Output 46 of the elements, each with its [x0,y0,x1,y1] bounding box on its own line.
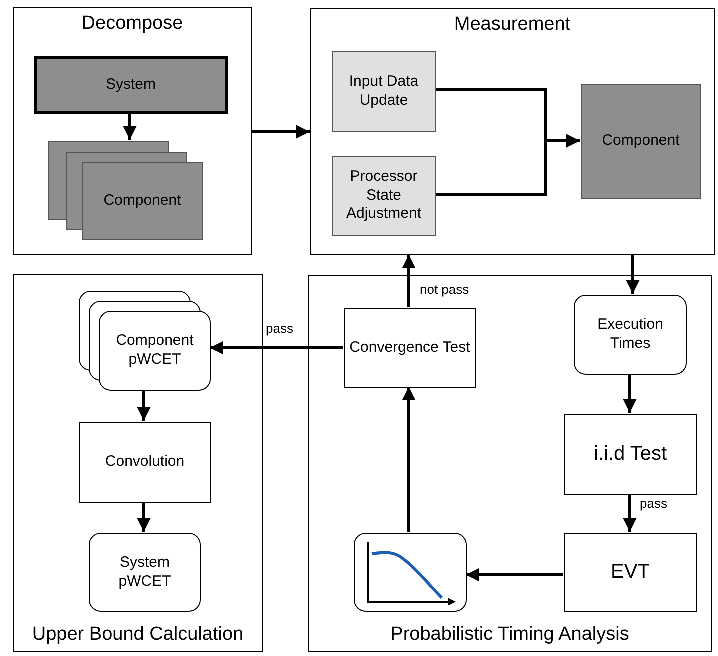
panel [13,7,252,255]
panel-title: Upper Bound Calculation [31,623,245,647]
box-label: Convergence Test [348,338,472,358]
arrow [623,494,637,532]
edge-label: not pass [418,283,472,296]
process-box [332,51,436,132]
box-label: i.i.d Test [593,442,668,467]
arrow [626,255,640,294]
box-label: System [104,76,157,94]
process-box [564,414,697,495]
result-card [89,533,201,612]
box-label: Input Data Update [348,72,420,110]
box-label: Convolution [104,453,186,472]
box-label: Component [601,132,681,151]
arrow [252,125,310,139]
panel-title: Probabilistic Timing Analysis [390,623,630,647]
arrow [123,113,137,140]
panel [308,275,712,652]
box-label: Execution Times [596,316,664,354]
arrow [435,134,580,196]
arrow [210,341,343,355]
component-box [581,84,701,199]
box-label: System pWCET [118,554,172,592]
process-box [79,422,211,503]
box-label: Processor State Adjustment [345,168,423,224]
box-label: EVT [610,560,651,585]
arrow [623,374,637,413]
panel [13,274,263,652]
arrow [137,502,151,532]
system-box [34,56,228,114]
panel-title: Measurement [453,13,572,37]
component-box [82,162,203,240]
box-label: Component pWCET [115,332,195,370]
panel [310,8,715,255]
data-card [574,295,687,375]
process-box [332,156,436,236]
arrow [402,255,416,307]
process-box [564,533,697,612]
arrow [466,568,563,582]
arrow [402,387,416,532]
result-card [99,311,211,391]
process-box [344,308,476,388]
arrow [137,390,151,421]
box-label: Component [102,192,182,210]
plot-card [354,533,467,612]
panel-title: Decompose [80,12,184,36]
